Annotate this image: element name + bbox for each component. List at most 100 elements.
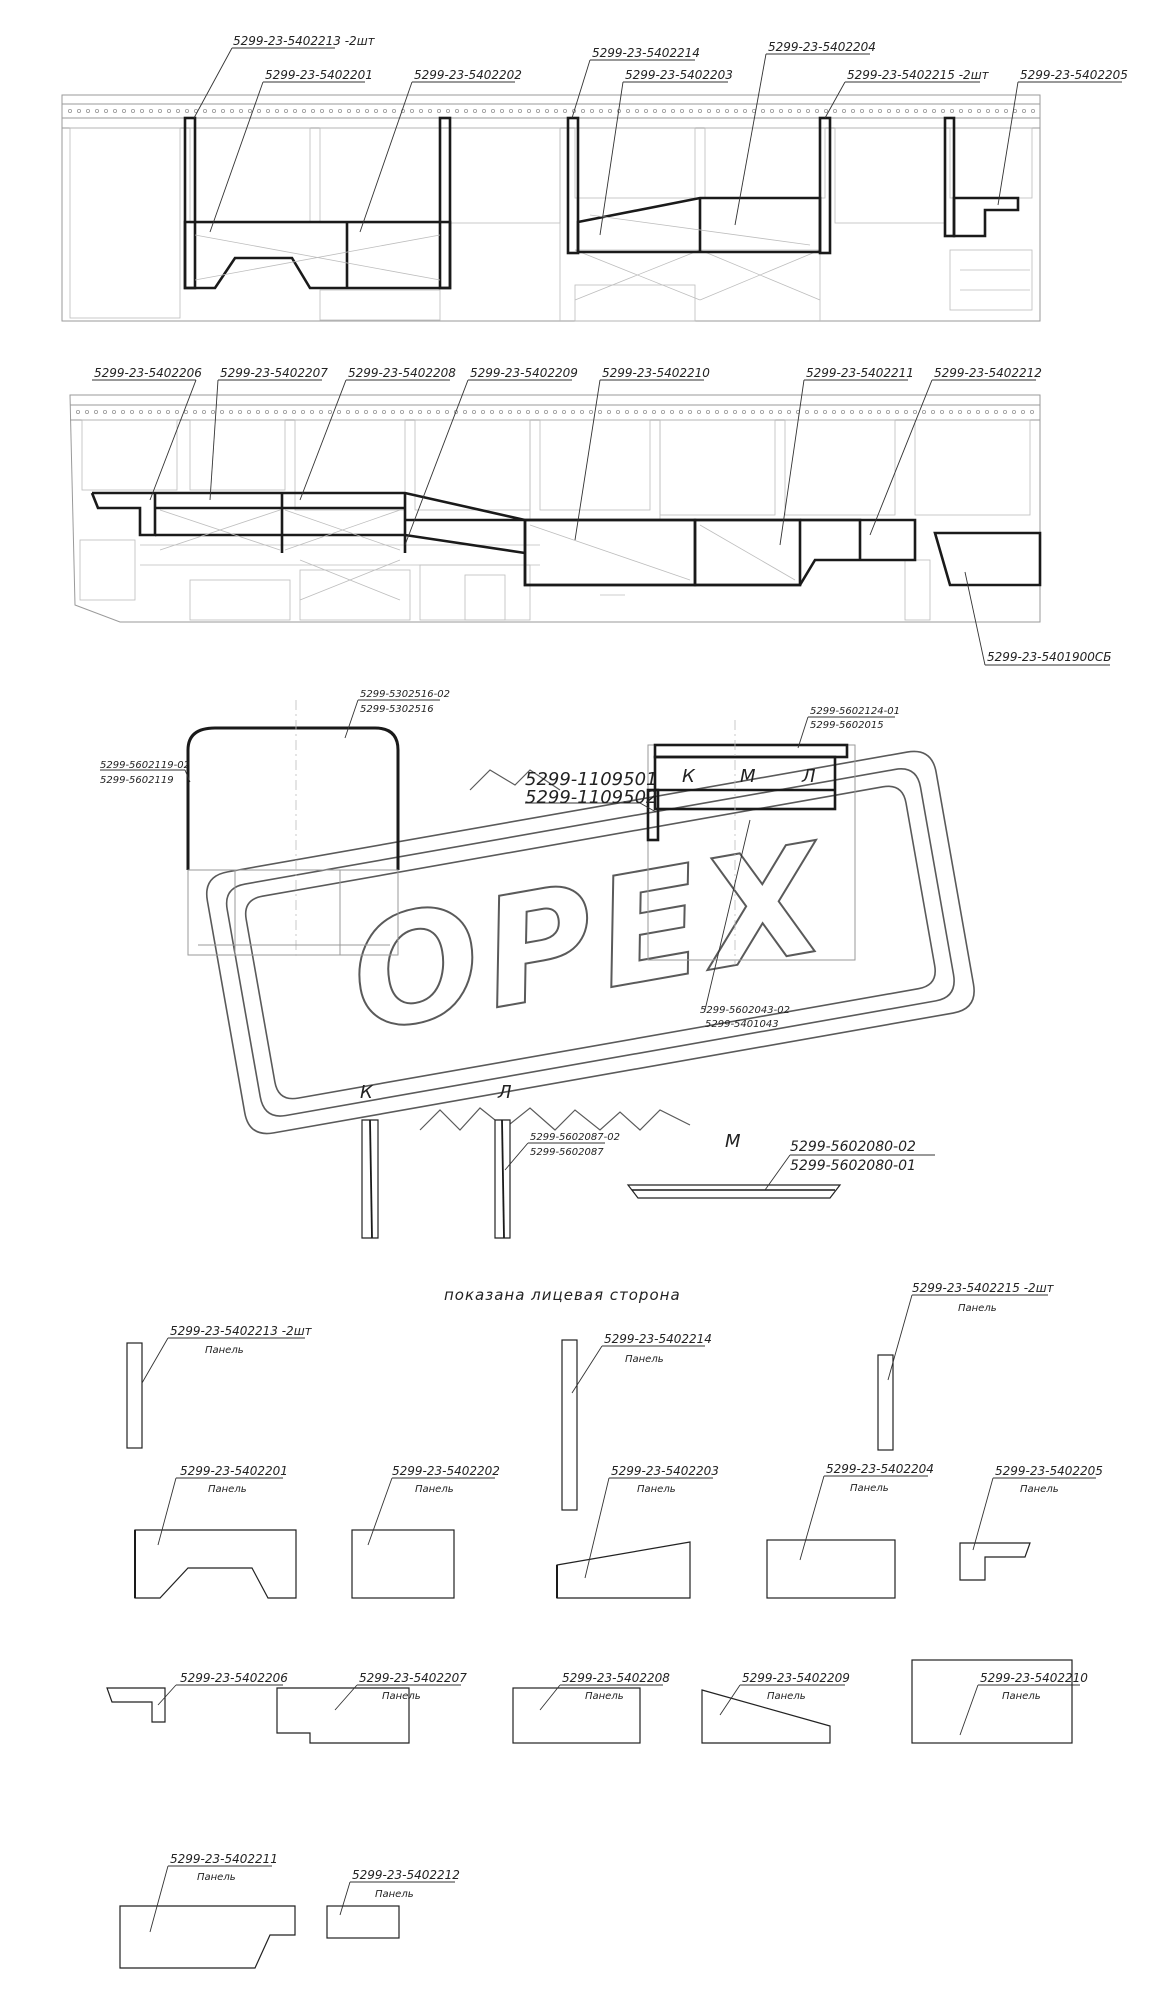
svg-text:Панель: Панель [850, 1483, 889, 1494]
rivet [480, 409, 485, 414]
rivet [797, 109, 802, 114]
rivet [372, 409, 377, 414]
svg-text:5299-23-5402209: 5299-23-5402209 [742, 1671, 850, 1685]
label-5402215: 5299-23-5402215 -2шт [847, 68, 990, 82]
rivet [644, 109, 649, 114]
rivet [940, 409, 945, 414]
rivet [426, 409, 431, 414]
panel-5402207 [276, 1687, 410, 1744]
svg-text:5299-23-5402210: 5299-23-5402210 [980, 1671, 1088, 1685]
rivet [788, 109, 793, 114]
rivet [716, 109, 721, 114]
rivet [725, 109, 730, 114]
gear-watermark [419, 769, 691, 1131]
rivet [381, 409, 386, 414]
rivet [743, 109, 748, 114]
rivet [336, 409, 341, 414]
rivet [734, 109, 739, 114]
svg-text:5299-23-5402201: 5299-23-5402201 [180, 1464, 288, 1478]
rivet [670, 409, 675, 414]
rivet [68, 109, 73, 114]
rivet [698, 109, 703, 114]
rivet [922, 409, 927, 414]
label-5402205: 5299-23-5402205 [1020, 68, 1128, 82]
rivet [563, 109, 568, 114]
rivet [256, 109, 261, 114]
panel-5402213 [126, 1342, 143, 1449]
svg-text:5299-23-5402203: 5299-23-5402203 [611, 1464, 719, 1478]
rivet [345, 409, 350, 414]
rivet [724, 409, 729, 414]
label-5402209: 5299-23-5402209 [470, 366, 578, 380]
svg-text:Панель: Панель [1002, 1691, 1041, 1702]
detail-m-letter: М [725, 1131, 741, 1152]
label-roof-a: 5299-5302516-02 [360, 689, 450, 700]
rivet [122, 109, 127, 114]
svg-text:Панель: Панель [585, 1691, 624, 1702]
rivet [1012, 409, 1017, 414]
rivet [247, 109, 252, 114]
rivet [112, 409, 117, 414]
svg-text:5299-23-5402204: 5299-23-5402204 [826, 1462, 934, 1476]
panel-5402209 [701, 1689, 831, 1744]
rivet [201, 409, 206, 414]
rivet [688, 409, 693, 414]
rivet [337, 109, 342, 114]
rivet [399, 409, 404, 414]
rivet [742, 409, 747, 414]
rivet [202, 109, 207, 114]
rivet [318, 409, 323, 414]
label-5402210: 5299-23-5402210 [602, 366, 710, 380]
rivet [490, 109, 495, 114]
rivet [363, 409, 368, 414]
rivet [860, 109, 865, 114]
panel-5402214 [561, 1339, 578, 1511]
svg-text:Панель: Панель [208, 1484, 247, 1495]
rivet [814, 409, 819, 414]
rivet [823, 409, 828, 414]
rivet [94, 409, 99, 414]
rivet [518, 109, 523, 114]
rivet [147, 409, 152, 414]
label-5402203: 5299-23-5402203 [625, 68, 733, 82]
label-panel-a: 5299-1109501 [525, 769, 657, 790]
svg-text:Панель: Панель [205, 1345, 244, 1356]
svg-text:Панель: Панель [375, 1889, 414, 1900]
rivet [635, 109, 640, 114]
rivet [246, 409, 251, 414]
rivet [923, 109, 928, 114]
rivet [832, 409, 837, 414]
rivet [121, 409, 126, 414]
label-m: М [740, 766, 756, 787]
svg-text:Панель: Панель [958, 1303, 997, 1314]
rivet [679, 409, 684, 414]
rivet [869, 109, 874, 114]
panel-details: 5299-23-5402213 -2шт Панель 5299-23-5402… [106, 1281, 1103, 1969]
rivet [184, 109, 189, 114]
rivet [994, 409, 999, 414]
rivet [175, 109, 180, 114]
label-post-b: 5299-5602087 [530, 1147, 604, 1158]
label-side-a: 5299-5602119-02 [100, 760, 190, 771]
label-roof-b: 5299-5302516 [360, 704, 434, 715]
rivet [130, 109, 135, 114]
rivet [274, 109, 279, 114]
label-5402208: 5299-23-5402208 [348, 366, 456, 380]
rivet [265, 109, 270, 114]
rivet [697, 409, 702, 414]
label-dash-a: 5299-5602043-02 [700, 1005, 790, 1016]
detail-views-klm: К Л М 5299-5602087-02 5299-5602087 5299-… [360, 1082, 935, 1239]
rivet [1004, 109, 1009, 114]
rivet [417, 409, 422, 414]
cross-section-left [186, 700, 400, 960]
section-callouts-left: 5299-5302516-02 5299-5302516 5299-560211… [100, 689, 450, 786]
rivet [165, 409, 170, 414]
detail-k-letter: К [360, 1082, 374, 1103]
panel-5402215 [877, 1354, 894, 1451]
panel-5402210 [911, 1659, 1073, 1744]
rivet [1022, 109, 1027, 114]
rivet [886, 409, 891, 414]
rivet [129, 409, 134, 414]
svg-text:Панель: Панель [415, 1484, 454, 1495]
rivet [355, 109, 360, 114]
